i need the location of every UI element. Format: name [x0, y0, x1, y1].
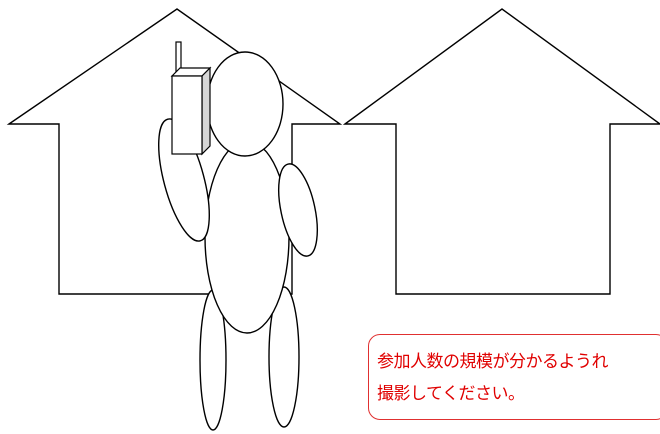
- person-left-arm: [158, 118, 210, 242]
- phone-body: [171, 75, 203, 155]
- person-torso: [204, 140, 290, 334]
- caption-line-1: 参加人数の規模が分かるようれ: [377, 352, 609, 372]
- phone-side-face: [201, 66, 211, 156]
- person-right-arm: [278, 163, 318, 257]
- caption-callout: 参加人数の規模が分かるようれ 撮影してください。: [368, 334, 660, 420]
- caption-line-2: 撮影してください。: [377, 384, 525, 404]
- person-right-leg: [268, 286, 300, 428]
- mobile-phone-icon: [170, 41, 212, 156]
- person-head: [206, 51, 284, 157]
- person-figure: [158, 51, 318, 431]
- right-house-outline: [342, 8, 660, 295]
